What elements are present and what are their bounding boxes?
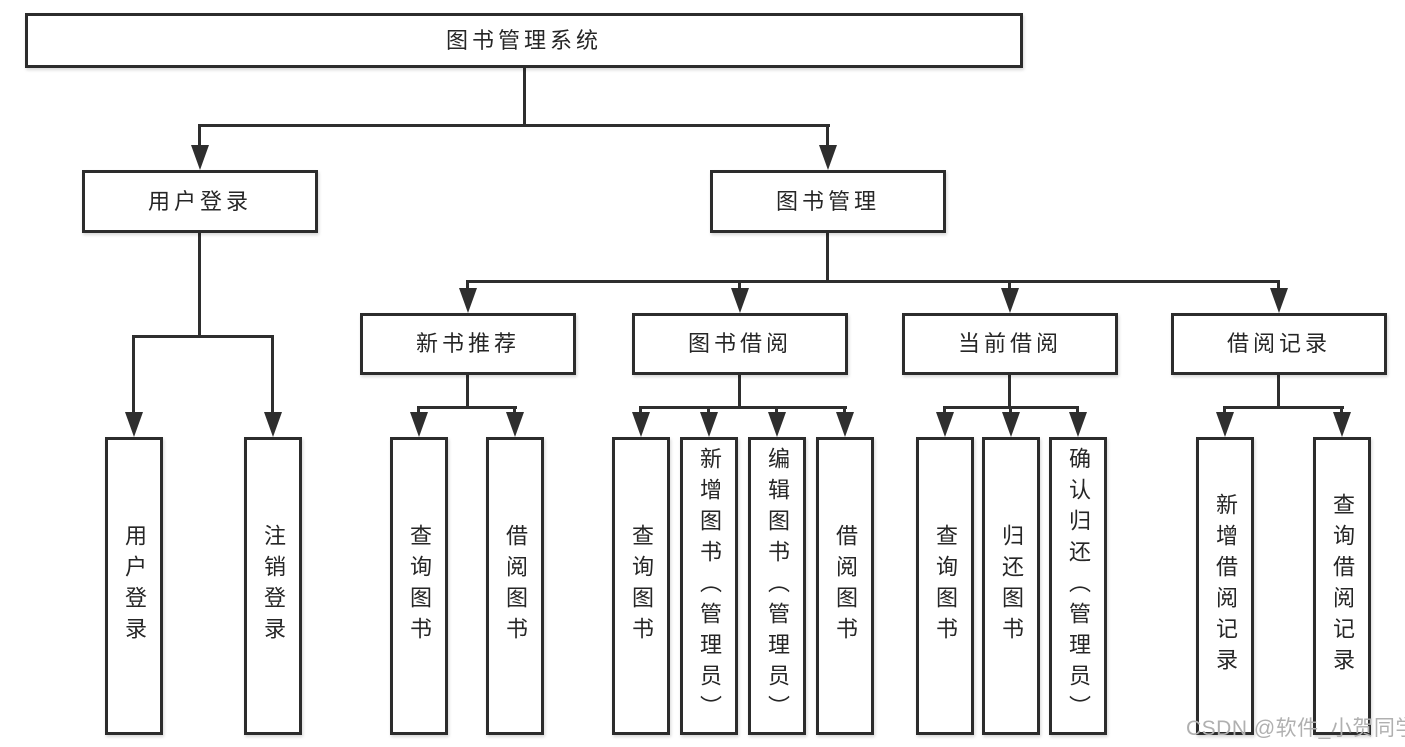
node-new-book-recommend-label: 新书推荐 [415,331,520,356]
node-borrow-records-label: 借阅记录 [1226,331,1331,356]
connector-bookborrow-drop-4 [843,406,846,414]
connector-root-right-drop [826,124,829,148]
leaf-newbook-query-books: 查询图书 [390,437,448,735]
node-book-borrow: 图书借阅 [632,313,848,375]
leaf-borrow-query-books-label: 查询图书 [629,524,654,648]
leaf-add-books-admin-label: 新增图书（管理员） [697,446,722,726]
watermark: CSDN @软件_小贺同学 [1186,717,1405,740]
connector-userlogin-drop-1 [132,335,135,414]
node-user-login-label: 用户登录 [147,188,252,214]
leaf-borrow-books: 借阅图书 [816,437,874,735]
arrow-bookborrow-leaf-2 [700,412,718,437]
node-new-book-recommend: 新书推荐 [360,313,576,375]
leaf-user-login-label: 用户登录 [122,524,147,648]
leaf-add-borrow-record-label: 新增借阅记录 [1213,493,1238,679]
node-borrow-records: 借阅记录 [1171,313,1387,375]
node-root-library-system: 图书管理系统 [25,13,1023,68]
connector-bookborrow-drop-3 [775,406,778,414]
node-book-mgmt-label: 图书管理 [775,188,880,214]
arrow-to-new-book [459,288,477,313]
leaf-add-books-admin: 新增图书（管理员） [680,437,738,735]
connector-bookborrow-drop-2 [707,406,710,414]
connector-bookmgmt-drop-3 [1008,280,1011,290]
connector-records-drop-1 [1223,406,1226,414]
leaf-query-borrow-record-label: 查询借阅记录 [1330,493,1355,679]
connector-userlogin-stem [198,233,201,335]
arrow-currentborrow-leaf-3 [1069,412,1087,437]
connector-newbook-stem [466,375,469,406]
connector-userlogin-drop-2 [271,335,274,414]
leaf-newbook-query-books-label: 查询图书 [407,524,432,648]
connector-bookmgmt-drop-2 [738,280,741,290]
arrow-newbook-leaf-2 [506,412,524,437]
arrow-bookborrow-leaf-3 [768,412,786,437]
leaf-logout-label: 注销登录 [261,524,286,648]
leaf-current-query-books-label: 查询图书 [933,524,958,648]
leaf-borrow-query-books: 查询图书 [612,437,670,735]
leaf-user-login: 用户登录 [105,437,163,735]
arrow-records-leaf-1 [1216,412,1234,437]
node-book-mgmt: 图书管理 [710,170,946,233]
leaf-logout: 注销登录 [244,437,302,735]
node-book-borrow-label: 图书借阅 [687,331,792,356]
leaf-return-books-label: 归还图书 [999,524,1024,648]
connector-currentborrow-drop-1 [943,406,946,414]
connector-records-drop-2 [1340,406,1343,414]
leaf-confirm-return-admin: 确认归还（管理员） [1049,437,1107,735]
leaf-edit-books-admin-label: 编辑图书（管理员） [765,446,790,726]
arrow-to-book-borrow [731,288,749,313]
arrow-bookborrow-leaf-4 [836,412,854,437]
arrow-to-leaf-user-login [125,412,143,437]
arrow-currentborrow-leaf-2 [1002,412,1020,437]
node-root-label: 图书管理系统 [445,27,602,53]
connector-currentborrow-drop-3 [1076,406,1079,414]
arrow-to-borrow-records [1270,288,1288,313]
connector-currentborrow-stem [1008,375,1011,406]
connector-bookmgmt-branch [466,280,1280,283]
leaf-current-query-books: 查询图书 [916,437,974,735]
connector-currentborrow-drop-2 [1009,406,1012,414]
node-user-login: 用户登录 [82,170,318,233]
leaf-return-books: 归还图书 [982,437,1040,735]
arrow-to-leaf-logout [264,412,282,437]
node-current-borrow: 当前借阅 [902,313,1118,375]
node-current-borrow-label: 当前借阅 [957,331,1062,356]
connector-bookmgmt-drop-1 [466,280,469,290]
arrow-records-leaf-2 [1333,412,1351,437]
leaf-newbook-borrow-books-label: 借阅图书 [503,524,528,648]
arrow-currentborrow-leaf-1 [936,412,954,437]
connector-bookborrow-stem [738,375,741,406]
arrow-to-user-login [191,145,209,170]
connector-bookborrow-drop-1 [639,406,642,414]
arrow-bookborrow-leaf-1 [632,412,650,437]
leaf-newbook-borrow-books: 借阅图书 [486,437,544,735]
connector-root-branch [198,124,830,127]
connector-records-stem [1277,375,1280,406]
leaf-query-borrow-record: 查询借阅记录 [1313,437,1371,735]
connector-newbook-branch [417,406,517,409]
leaf-add-borrow-record: 新增借阅记录 [1196,437,1254,735]
connector-newbook-drop-1 [417,406,420,414]
leaf-borrow-books-label: 借阅图书 [833,524,858,648]
arrow-to-book-mgmt [819,145,837,170]
leaf-confirm-return-admin-label: 确认归还（管理员） [1066,446,1091,726]
connector-newbook-drop-2 [513,406,516,414]
connector-root-stem [523,68,526,124]
arrow-to-current-borrow [1001,288,1019,313]
connector-records-branch [1223,406,1344,409]
arrow-newbook-leaf-1 [410,412,428,437]
connector-root-left-drop [198,124,201,148]
connector-bookmgmt-stem [826,233,829,280]
connector-bookborrow-branch [639,406,847,409]
connector-bookmgmt-drop-4 [1277,280,1280,290]
leaf-edit-books-admin: 编辑图书（管理员） [748,437,806,735]
connector-userlogin-branch [132,335,274,338]
